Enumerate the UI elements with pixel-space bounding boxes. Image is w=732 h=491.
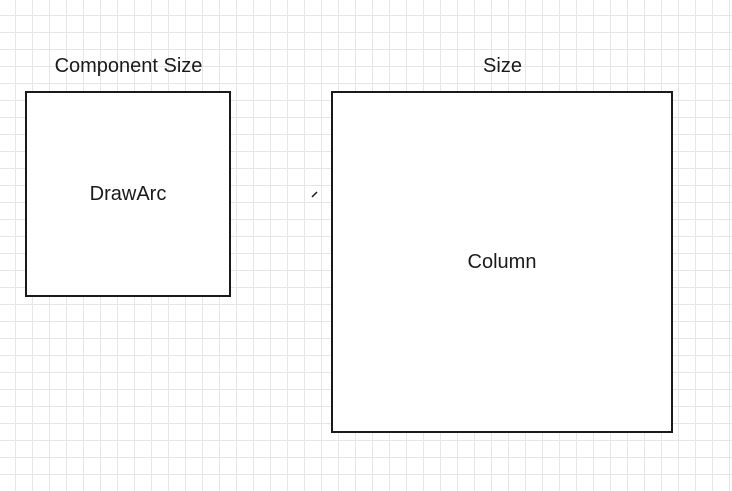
drawarc-box: DrawArc: [25, 91, 231, 297]
connector-arrow-tip: [311, 191, 318, 198]
component-size-heading: Component Size: [54, 55, 203, 77]
size-heading: Size: [483, 55, 522, 77]
column-label: Column: [467, 251, 537, 273]
drawarc-label: DrawArc: [89, 183, 167, 205]
column-box: Column: [331, 91, 673, 433]
